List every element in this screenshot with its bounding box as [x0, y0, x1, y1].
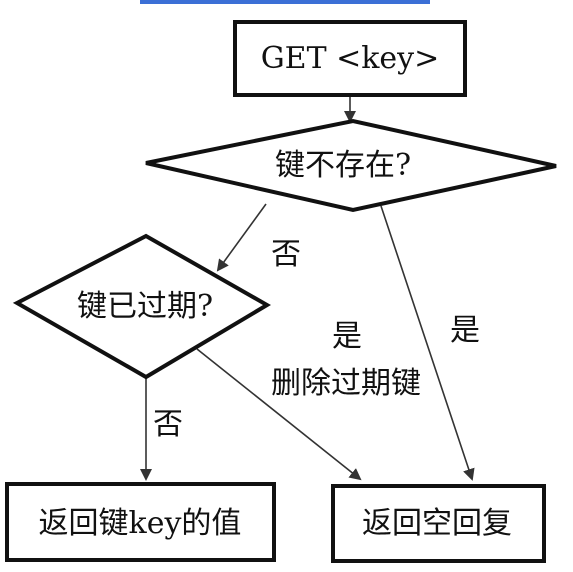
key-not-exist-decision [145, 118, 557, 213]
return-value-node [5, 482, 276, 562]
expired-no-label: 否 [153, 407, 183, 442]
edge-key-expired-yes [196, 348, 362, 481]
top-link-fragment [140, 0, 430, 4]
start-node [233, 20, 467, 97]
start-node-label: GET <key> [261, 41, 440, 76]
not-exist-no-label: 否 [271, 237, 301, 272]
return-empty-label: 返回空回复 [362, 506, 512, 541]
not-exist-yes-label: 是 [450, 313, 480, 348]
key-expired-label: 键已过期? [77, 289, 213, 324]
edge-key-not-exist-no [216, 203, 267, 272]
key-expired-decision [12, 233, 271, 380]
edge-key-not-exist-yes [380, 205, 475, 481]
expired-action-label: 删除过期键 [271, 366, 421, 401]
return-empty-node [331, 484, 546, 563]
return-value-label: 返回键key的值 [39, 506, 242, 541]
key-not-exist-label: 键不存在? [275, 148, 411, 183]
expired-yes-label: 是 [332, 319, 362, 354]
